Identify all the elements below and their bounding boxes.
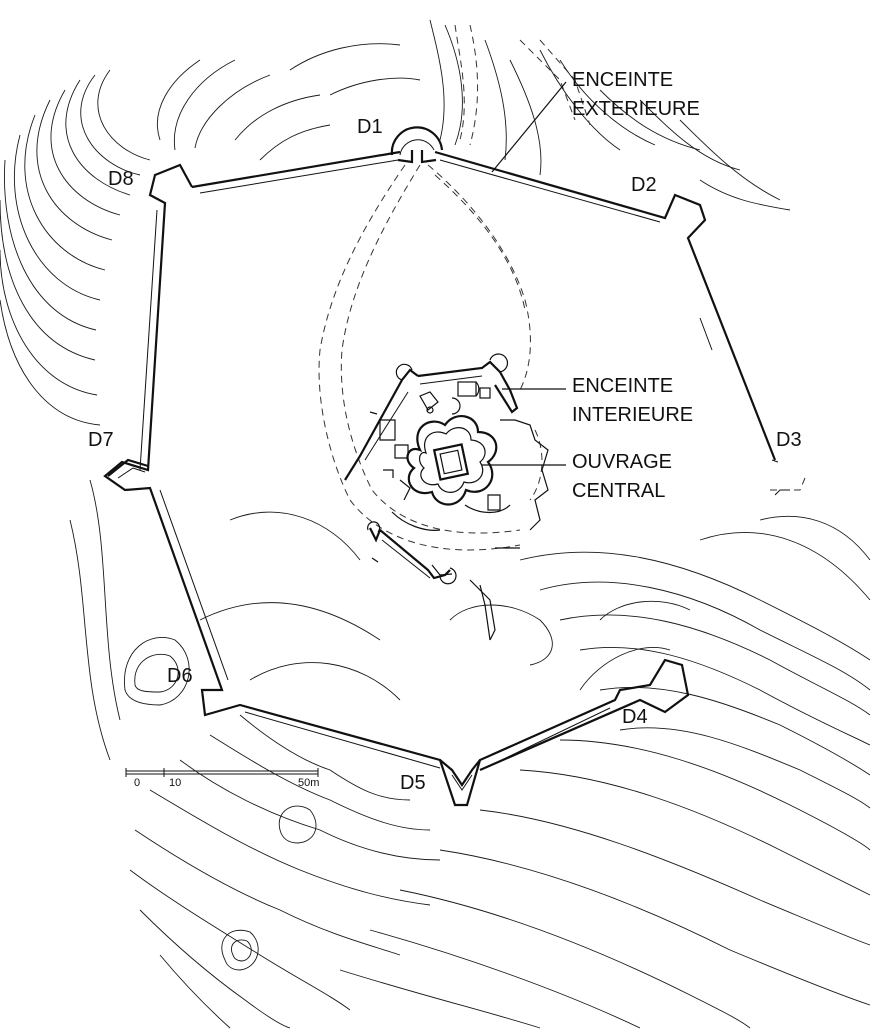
leader-enceinte-exterieure	[491, 81, 567, 173]
annotation-enceinte-interieure-line2: INTERIEURE	[572, 404, 693, 426]
label-d5: D5	[400, 772, 426, 794]
scale-tick-50m: 50m	[298, 777, 319, 789]
outer-enceinte-wall	[103, 126, 790, 807]
contour-lines	[0, 19, 871, 1029]
scale-tick-0: 0	[134, 777, 140, 789]
feature-annotations: ENCEINTE EXTERIEURE ENCEINTE INTERIEURE …	[572, 69, 700, 502]
annotation-enceinte-exterieure-line1: ENCEINTE	[572, 69, 673, 91]
label-d1: D1	[357, 116, 383, 138]
annotation-enceinte-interieure-line1: ENCEINTE	[572, 375, 673, 397]
inner-enceinte-wall	[344, 353, 549, 641]
annotation-ouvrage-central-line1: OUVRAGE	[572, 451, 672, 473]
bastion-labels: D1 D2 D3 D4 D5 D6 D7 D8	[88, 116, 802, 794]
label-d6: D6	[167, 665, 193, 687]
scale-bar: 0 10 50m	[125, 768, 319, 789]
central-keep	[369, 381, 520, 576]
annotation-leaders	[482, 81, 567, 466]
label-d8: D8	[108, 168, 134, 190]
earthwork-dashed-lines	[318, 24, 806, 551]
annotation-enceinte-exterieure-line2: EXTERIEURE	[572, 98, 700, 120]
scale-tick-10: 10	[169, 777, 181, 789]
label-d4: D4	[622, 706, 648, 728]
label-d2: D2	[631, 174, 657, 196]
label-d7: D7	[88, 429, 114, 451]
annotation-ouvrage-central-line2: CENTRAL	[572, 480, 665, 502]
label-d3: D3	[776, 429, 802, 451]
